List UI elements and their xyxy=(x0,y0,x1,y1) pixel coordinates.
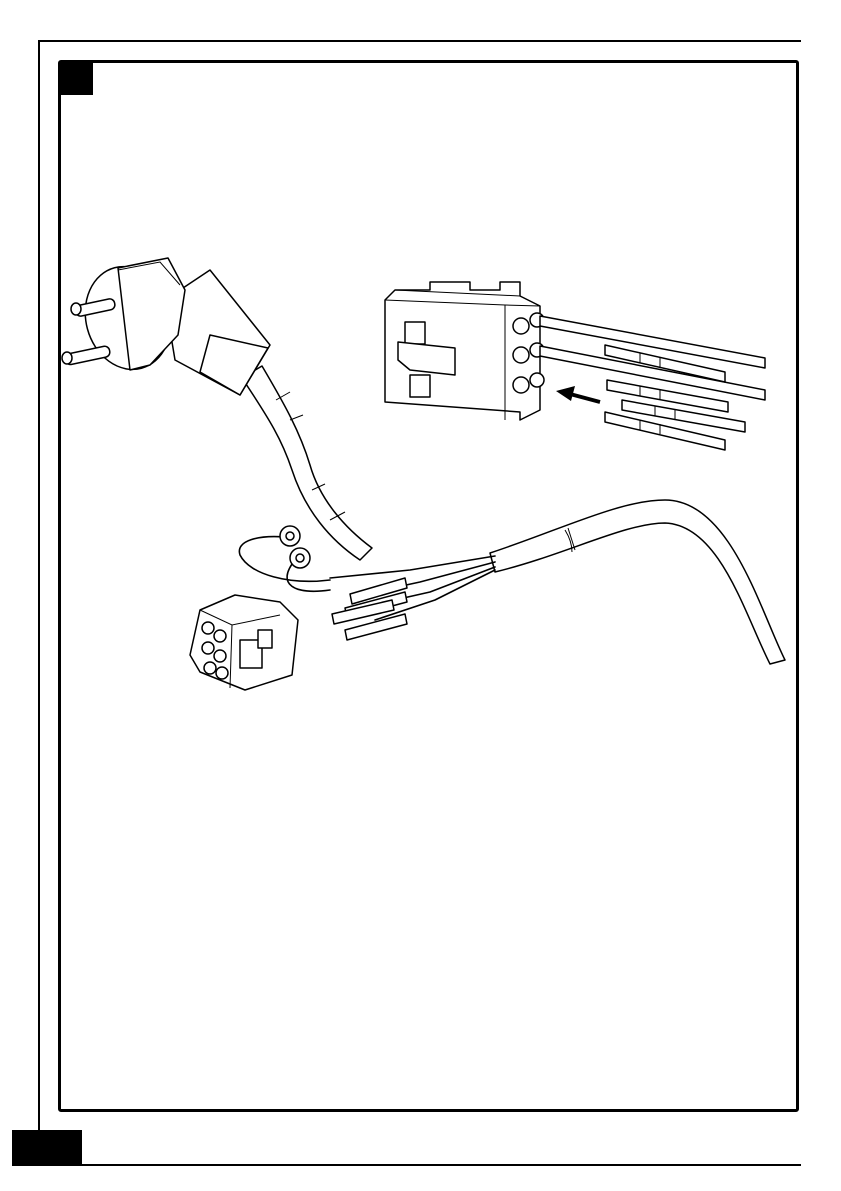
plug-illustration xyxy=(62,257,372,560)
main-cable-illustration xyxy=(490,500,785,664)
harness-connector-illustration xyxy=(190,526,495,690)
insert-arrow-icon xyxy=(556,386,600,402)
loose-connector-illustration xyxy=(385,282,765,450)
